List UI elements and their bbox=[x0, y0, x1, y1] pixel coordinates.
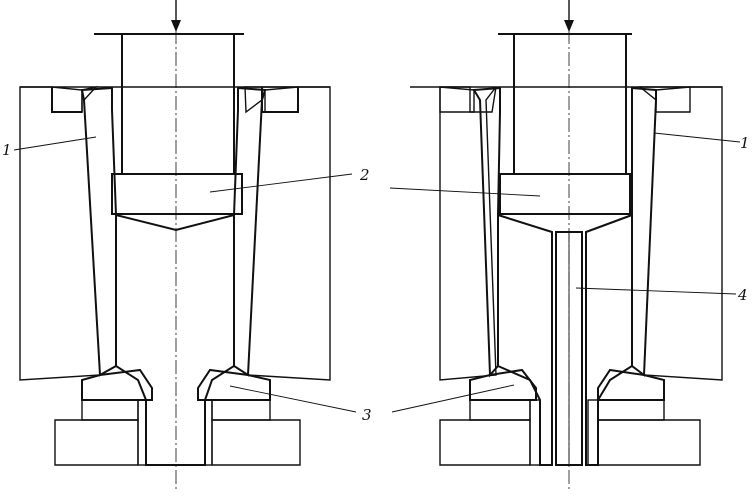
right-load-arrow bbox=[564, 0, 574, 32]
right-tool-container-right bbox=[631, 86, 657, 377]
left-pressure-pad bbox=[111, 173, 243, 215]
left-die bbox=[81, 368, 153, 401]
left-billet bbox=[115, 213, 235, 466]
left-tool-container bbox=[80, 86, 117, 377]
left-punch-stem bbox=[121, 33, 235, 175]
right-housing-block-right bbox=[638, 86, 723, 381]
left-load-arrow bbox=[171, 0, 181, 32]
right-callout-4: 4 bbox=[737, 286, 748, 304]
right-billet-right bbox=[585, 213, 633, 466]
left-housing-block-right bbox=[244, 86, 331, 381]
left-die-right bbox=[197, 368, 271, 401]
left-callout-2: 2 bbox=[359, 166, 370, 184]
left-tool-container-right bbox=[233, 86, 267, 377]
right-view: 1 4 bbox=[389, 0, 750, 490]
left-housing-block bbox=[19, 85, 101, 381]
right-pressure-pad bbox=[499, 173, 631, 215]
right-punch-stem bbox=[513, 33, 627, 175]
left-view: 1 2 3 bbox=[2, 0, 372, 490]
right-die bbox=[469, 368, 537, 401]
left-callout-1: 1 bbox=[2, 141, 12, 159]
right-billet bbox=[497, 213, 553, 466]
right-callout-1: 1 bbox=[740, 134, 750, 152]
left-callout-3: 3 bbox=[362, 406, 372, 424]
